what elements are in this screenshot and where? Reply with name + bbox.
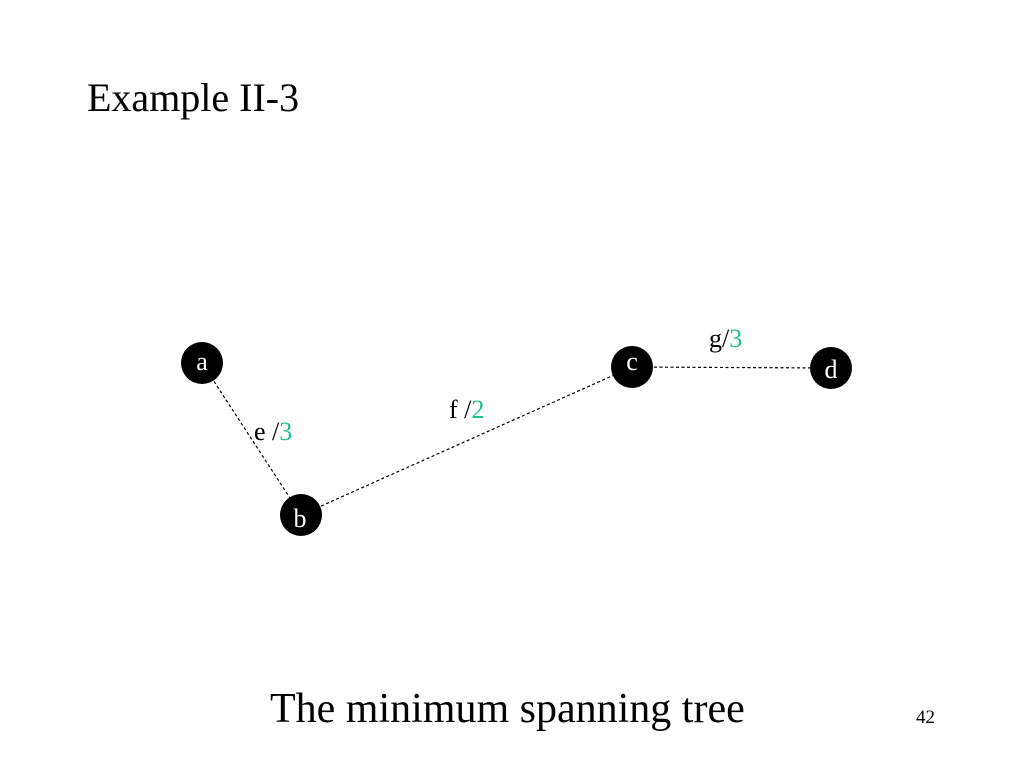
edge-f-name: f /	[449, 395, 472, 424]
node-d: d	[810, 347, 852, 389]
node-d-label: d	[825, 355, 838, 384]
edge-e-name: e /	[254, 417, 280, 446]
edge-g-weight: 3	[729, 324, 742, 353]
edge-label-g: g/3	[709, 324, 742, 353]
slide-title: Example II-3	[87, 75, 300, 120]
node-b: b	[280, 494, 322, 536]
edge-g-line	[631, 366, 832, 369]
edge-g-name: g/	[709, 324, 730, 353]
node-c-label: c	[626, 347, 638, 376]
edge-label-f: f /2	[449, 395, 484, 424]
slide-caption: The minimum spanning tree	[270, 686, 745, 732]
node-b-label: b	[294, 504, 307, 533]
edge-e-line	[201, 362, 302, 516]
edge-label-e: e /3	[254, 417, 292, 446]
edge-f-line	[300, 366, 633, 516]
edge-f-weight: 2	[471, 395, 484, 424]
node-a-label: a	[196, 347, 208, 376]
node-a: a	[181, 342, 223, 384]
node-c: c	[611, 346, 653, 388]
edge-e-weight: 3	[279, 417, 292, 446]
page-number: 42	[916, 707, 935, 728]
